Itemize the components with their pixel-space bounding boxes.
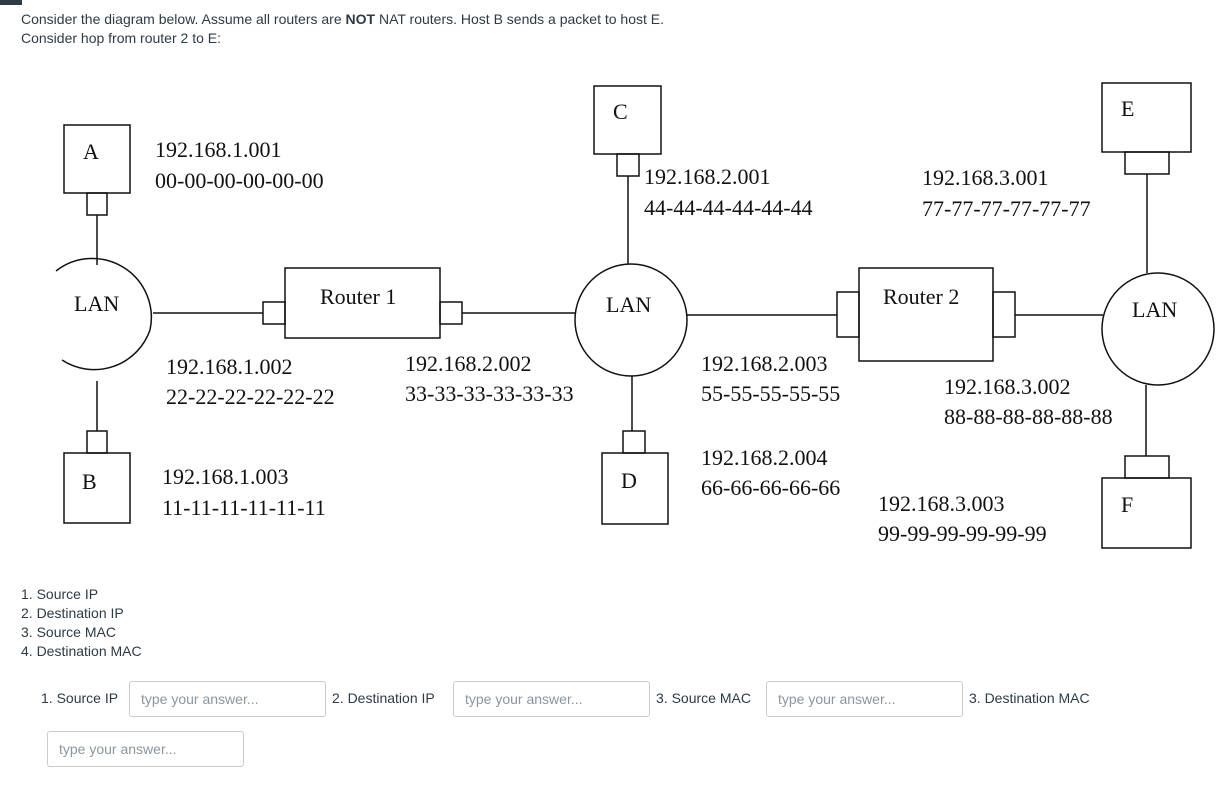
list-item: 1. Source IP <box>21 586 99 602</box>
router1-right-port <box>439 301 463 325</box>
host-f-port <box>1124 455 1170 479</box>
destination-mac-label: 3. Destination MAC <box>969 690 1090 706</box>
destination-mac-input[interactable] <box>47 731 244 767</box>
source-mac-input[interactable] <box>766 681 963 717</box>
host-e-mac: 77-77-77-77-77-77 <box>922 196 1091 221</box>
host-c-label: C <box>613 99 628 124</box>
router1-right-ip: 192.168.2.002 <box>405 351 532 376</box>
host-d-ip: 192.168.2.004 <box>701 445 828 470</box>
lan-left-label: LAN <box>74 291 119 316</box>
router2-left-ip: 192.168.2.003 <box>701 351 828 376</box>
list-item: 4. Destination MAC <box>21 643 142 659</box>
router2-right-ip: 192.168.3.002 <box>944 374 1071 399</box>
host-b-port <box>86 430 108 454</box>
corner-tab <box>0 0 22 5</box>
host-f-mac: 99-99-99-99-99-99 <box>878 521 1047 546</box>
host-b-mac: 11-11-11-11-11-11 <box>162 495 326 520</box>
router1-label: Router 1 <box>320 284 396 309</box>
question-text: Consider the diagram below. Assume all r… <box>21 10 664 48</box>
lan-middle-label: LAN <box>606 292 651 317</box>
router1-left-mac: 22-22-22-22-22-22 <box>166 384 335 409</box>
host-f-box <box>1101 477 1192 549</box>
host-d-box <box>601 452 669 525</box>
lan-right-circle <box>1101 272 1215 386</box>
lan-left-circle <box>55 257 153 331</box>
router2-right-port <box>992 291 1016 338</box>
host-f-ip: 192.168.3.003 <box>878 491 1005 516</box>
host-e-port <box>1124 151 1170 175</box>
host-f-label: F <box>1121 492 1133 517</box>
lan-right-label: LAN <box>1132 297 1177 322</box>
router2-right-mac: 88-88-88-88-88-88 <box>944 404 1113 429</box>
host-d-port <box>622 430 646 454</box>
destination-ip-input[interactable] <box>453 681 650 717</box>
question-line-1: Consider the diagram below. Assume all r… <box>21 11 665 27</box>
router1-left-port <box>262 301 286 325</box>
host-e-ip: 192.168.3.001 <box>922 165 1049 190</box>
host-a-mac: 00-00-00-00-00-00 <box>155 168 324 193</box>
host-c-mac: 44-44-44-44-44-44 <box>644 195 813 220</box>
host-b-ip: 192.168.1.003 <box>162 464 289 489</box>
router2-left-port <box>836 291 860 338</box>
question-list: 1. Source IP 2. Destination IP 3. Source… <box>21 585 142 661</box>
host-b-label: B <box>82 469 97 494</box>
router1-right-mac: 33-33-33-33-33-33 <box>405 381 574 406</box>
host-d-label: D <box>621 468 637 493</box>
host-e-label: E <box>1121 96 1134 121</box>
host-c-port <box>616 153 640 177</box>
host-b-box <box>63 452 131 524</box>
host-a-port <box>86 192 108 216</box>
source-ip-input[interactable] <box>129 681 326 717</box>
question-line-2: Consider hop from router 2 to E: <box>21 30 221 46</box>
list-item: 3. Source MAC <box>21 624 116 640</box>
destination-ip-label: 2. Destination IP <box>332 690 435 706</box>
router1-left-ip: 192.168.1.002 <box>166 354 293 379</box>
host-c-ip: 192.168.2.001 <box>644 164 771 189</box>
source-ip-label: 1. Source IP <box>41 690 119 706</box>
list-item: 2. Destination IP <box>21 605 124 621</box>
lan-middle-circle <box>574 263 688 377</box>
host-e-box <box>1101 82 1192 153</box>
host-a-label: A <box>83 139 99 164</box>
host-a-ip: 192.168.1.001 <box>155 137 282 162</box>
source-mac-label: 3. Source MAC <box>656 690 751 706</box>
router2-label: Router 2 <box>883 284 959 309</box>
router2-left-mac: 55-55-55-55-55 <box>701 381 840 406</box>
router2-box <box>858 267 994 362</box>
host-d-mac: 66-66-66-66-66 <box>701 475 840 500</box>
